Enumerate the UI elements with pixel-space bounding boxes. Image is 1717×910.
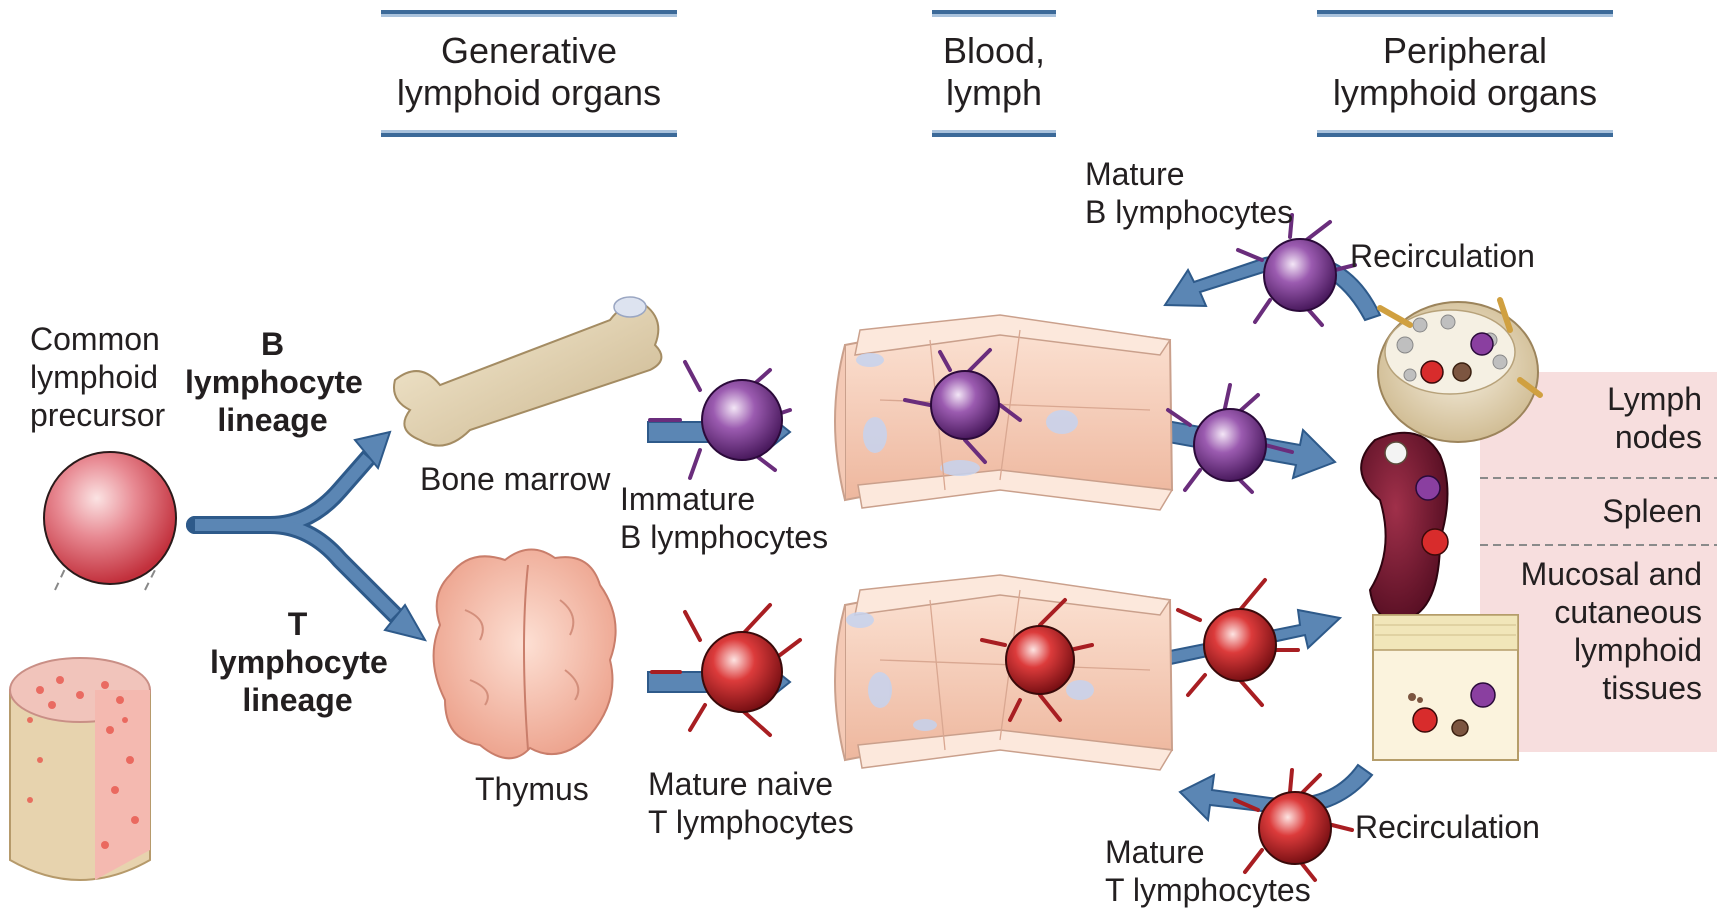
naive-t-cell-icon [652, 605, 800, 735]
thymus-label: Thymus [475, 770, 589, 808]
mature-t-cell-icon [1178, 580, 1298, 705]
header-blood-lymph: Blood,lymph [932, 30, 1056, 114]
recirculation-bottom-label: Recirculation [1355, 808, 1540, 846]
spleen-icon [1361, 433, 1448, 621]
immature-b-cell-icon [650, 362, 790, 478]
bone-icon [394, 297, 661, 446]
bone-marrow-label: Bone marrow [420, 460, 610, 498]
blood-vessel-bottom-icon [835, 575, 1172, 770]
blood-vessel-top-icon [835, 315, 1172, 510]
precursor-cell-icon [44, 452, 176, 584]
spleen-label: Spleen [1480, 492, 1702, 530]
thymus-icon [434, 549, 616, 758]
recirculation-top-label: Recirculation [1350, 237, 1535, 275]
